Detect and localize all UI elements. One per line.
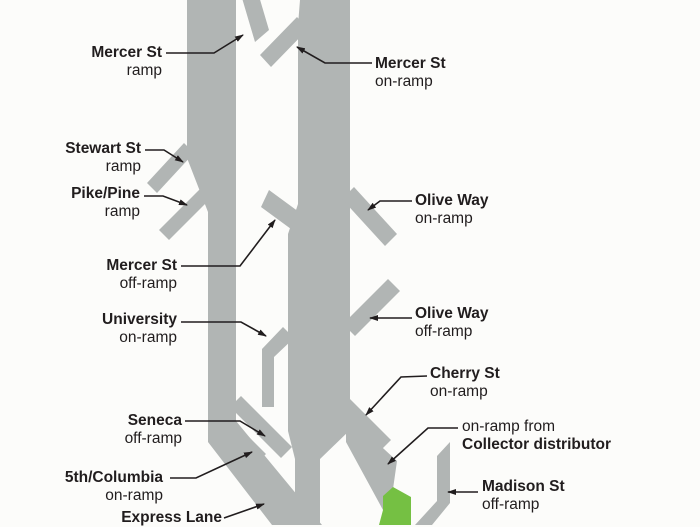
arrow-stewart-st-ramp bbox=[145, 149, 184, 163]
label-stewart-st-ramp: Stewart St ramp bbox=[65, 140, 141, 176]
arrow-express-lane bbox=[223, 503, 265, 519]
ramp-olive-way-on bbox=[342, 187, 397, 246]
label-sub: ramp bbox=[104, 203, 140, 220]
arrow-cherry-st-on-ramp bbox=[365, 375, 428, 416]
ramp-mercer-st bbox=[242, 0, 269, 42]
ramp-olive-way-off bbox=[343, 279, 400, 336]
label-title: Mercer St bbox=[106, 257, 177, 274]
label-sub: off-ramp bbox=[482, 496, 540, 513]
label-seneca-off-ramp: Seneca off-ramp bbox=[125, 412, 182, 448]
label-mercer-st-ramp: Mercer St ramp bbox=[91, 44, 162, 80]
label-university-on-ramp: University on-ramp bbox=[102, 311, 177, 347]
label-5th-columbia-on-ramp: 5th/Columbia on-ramp bbox=[65, 469, 163, 505]
label-madison-st-off-ramp: Madison St off-ramp bbox=[482, 478, 565, 514]
express-lane-green-segment bbox=[379, 487, 411, 525]
ramp-mercer-st-on bbox=[260, 17, 308, 67]
label-title: Stewart St bbox=[65, 140, 141, 157]
label-sub: ramp bbox=[126, 62, 162, 79]
arrow-olive-way-on-ramp bbox=[367, 200, 412, 211]
label-title: Olive Way bbox=[415, 305, 489, 322]
label-mercer-st-on-ramp: Mercer St on-ramp bbox=[375, 55, 446, 91]
label-sub: on-ramp bbox=[375, 73, 433, 90]
arrow-mercer-st-on-ramp bbox=[296, 46, 372, 64]
label-title: Cherry St bbox=[430, 365, 500, 382]
label-title: Mercer St bbox=[375, 55, 446, 72]
label-title: Olive Way bbox=[415, 192, 489, 209]
label-title: 5th/Columbia bbox=[64, 469, 163, 486]
arrow-collector-distributor bbox=[387, 427, 458, 465]
label-sub: Collector distributor bbox=[462, 436, 611, 453]
label-sub: on-ramp bbox=[430, 383, 488, 400]
arrow-seneca-off-ramp bbox=[185, 420, 266, 437]
road-express-lanes bbox=[187, 0, 322, 525]
label-sub: ramp bbox=[105, 158, 141, 175]
road-mainline bbox=[288, 0, 350, 525]
ramp-university-on bbox=[262, 327, 294, 407]
label-olive-way-off-ramp: Olive Way off-ramp bbox=[415, 305, 489, 341]
ramp-cherry-st-on bbox=[332, 391, 391, 450]
road-madison-off-ramp bbox=[415, 442, 450, 525]
label-title: Mercer St bbox=[91, 44, 162, 61]
label-pike-pine-ramp: Pike/Pine ramp bbox=[71, 185, 140, 221]
label-title: on-ramp from bbox=[462, 418, 556, 435]
label-title: Madison St bbox=[482, 478, 565, 495]
ramp-5th-columbia-on bbox=[238, 434, 266, 462]
ramp-pike-pine bbox=[159, 188, 211, 240]
ramp-seneca-off bbox=[230, 396, 292, 458]
arrow-university-on-ramp bbox=[181, 321, 267, 337]
label-collector-distributor-on-ramp: on-ramp from Collector distributor bbox=[462, 418, 611, 454]
label-sub: on-ramp bbox=[415, 210, 473, 227]
label-title: Pike/Pine bbox=[71, 185, 140, 202]
arrow-5th-columbia-on-ramp bbox=[170, 451, 253, 479]
label-title: Seneca bbox=[127, 412, 182, 429]
label-sub: off-ramp bbox=[124, 430, 182, 447]
arrow-mercer-st-ramp bbox=[166, 34, 244, 54]
arrow-mercer-st-off-ramp bbox=[181, 219, 276, 267]
label-mercer-st-off-ramp: Mercer St off-ramp bbox=[106, 257, 177, 293]
label-title: Express Lane bbox=[121, 509, 222, 526]
label-sub: on-ramp bbox=[119, 329, 177, 346]
label-sub: off-ramp bbox=[415, 323, 473, 340]
label-sub: off-ramp bbox=[119, 275, 177, 292]
arrow-pike-pine-ramp bbox=[144, 195, 188, 206]
label-title: University bbox=[102, 311, 177, 328]
label-olive-way-on-ramp: Olive Way on-ramp bbox=[415, 192, 489, 228]
ramp-mercer-st-off bbox=[261, 190, 299, 229]
label-cherry-st-on-ramp: Cherry St on-ramp bbox=[430, 365, 500, 401]
label-sub: on-ramp bbox=[105, 487, 163, 504]
label-express-lane: Express Lane bbox=[121, 509, 222, 527]
road-collector-distributor bbox=[346, 414, 397, 510]
